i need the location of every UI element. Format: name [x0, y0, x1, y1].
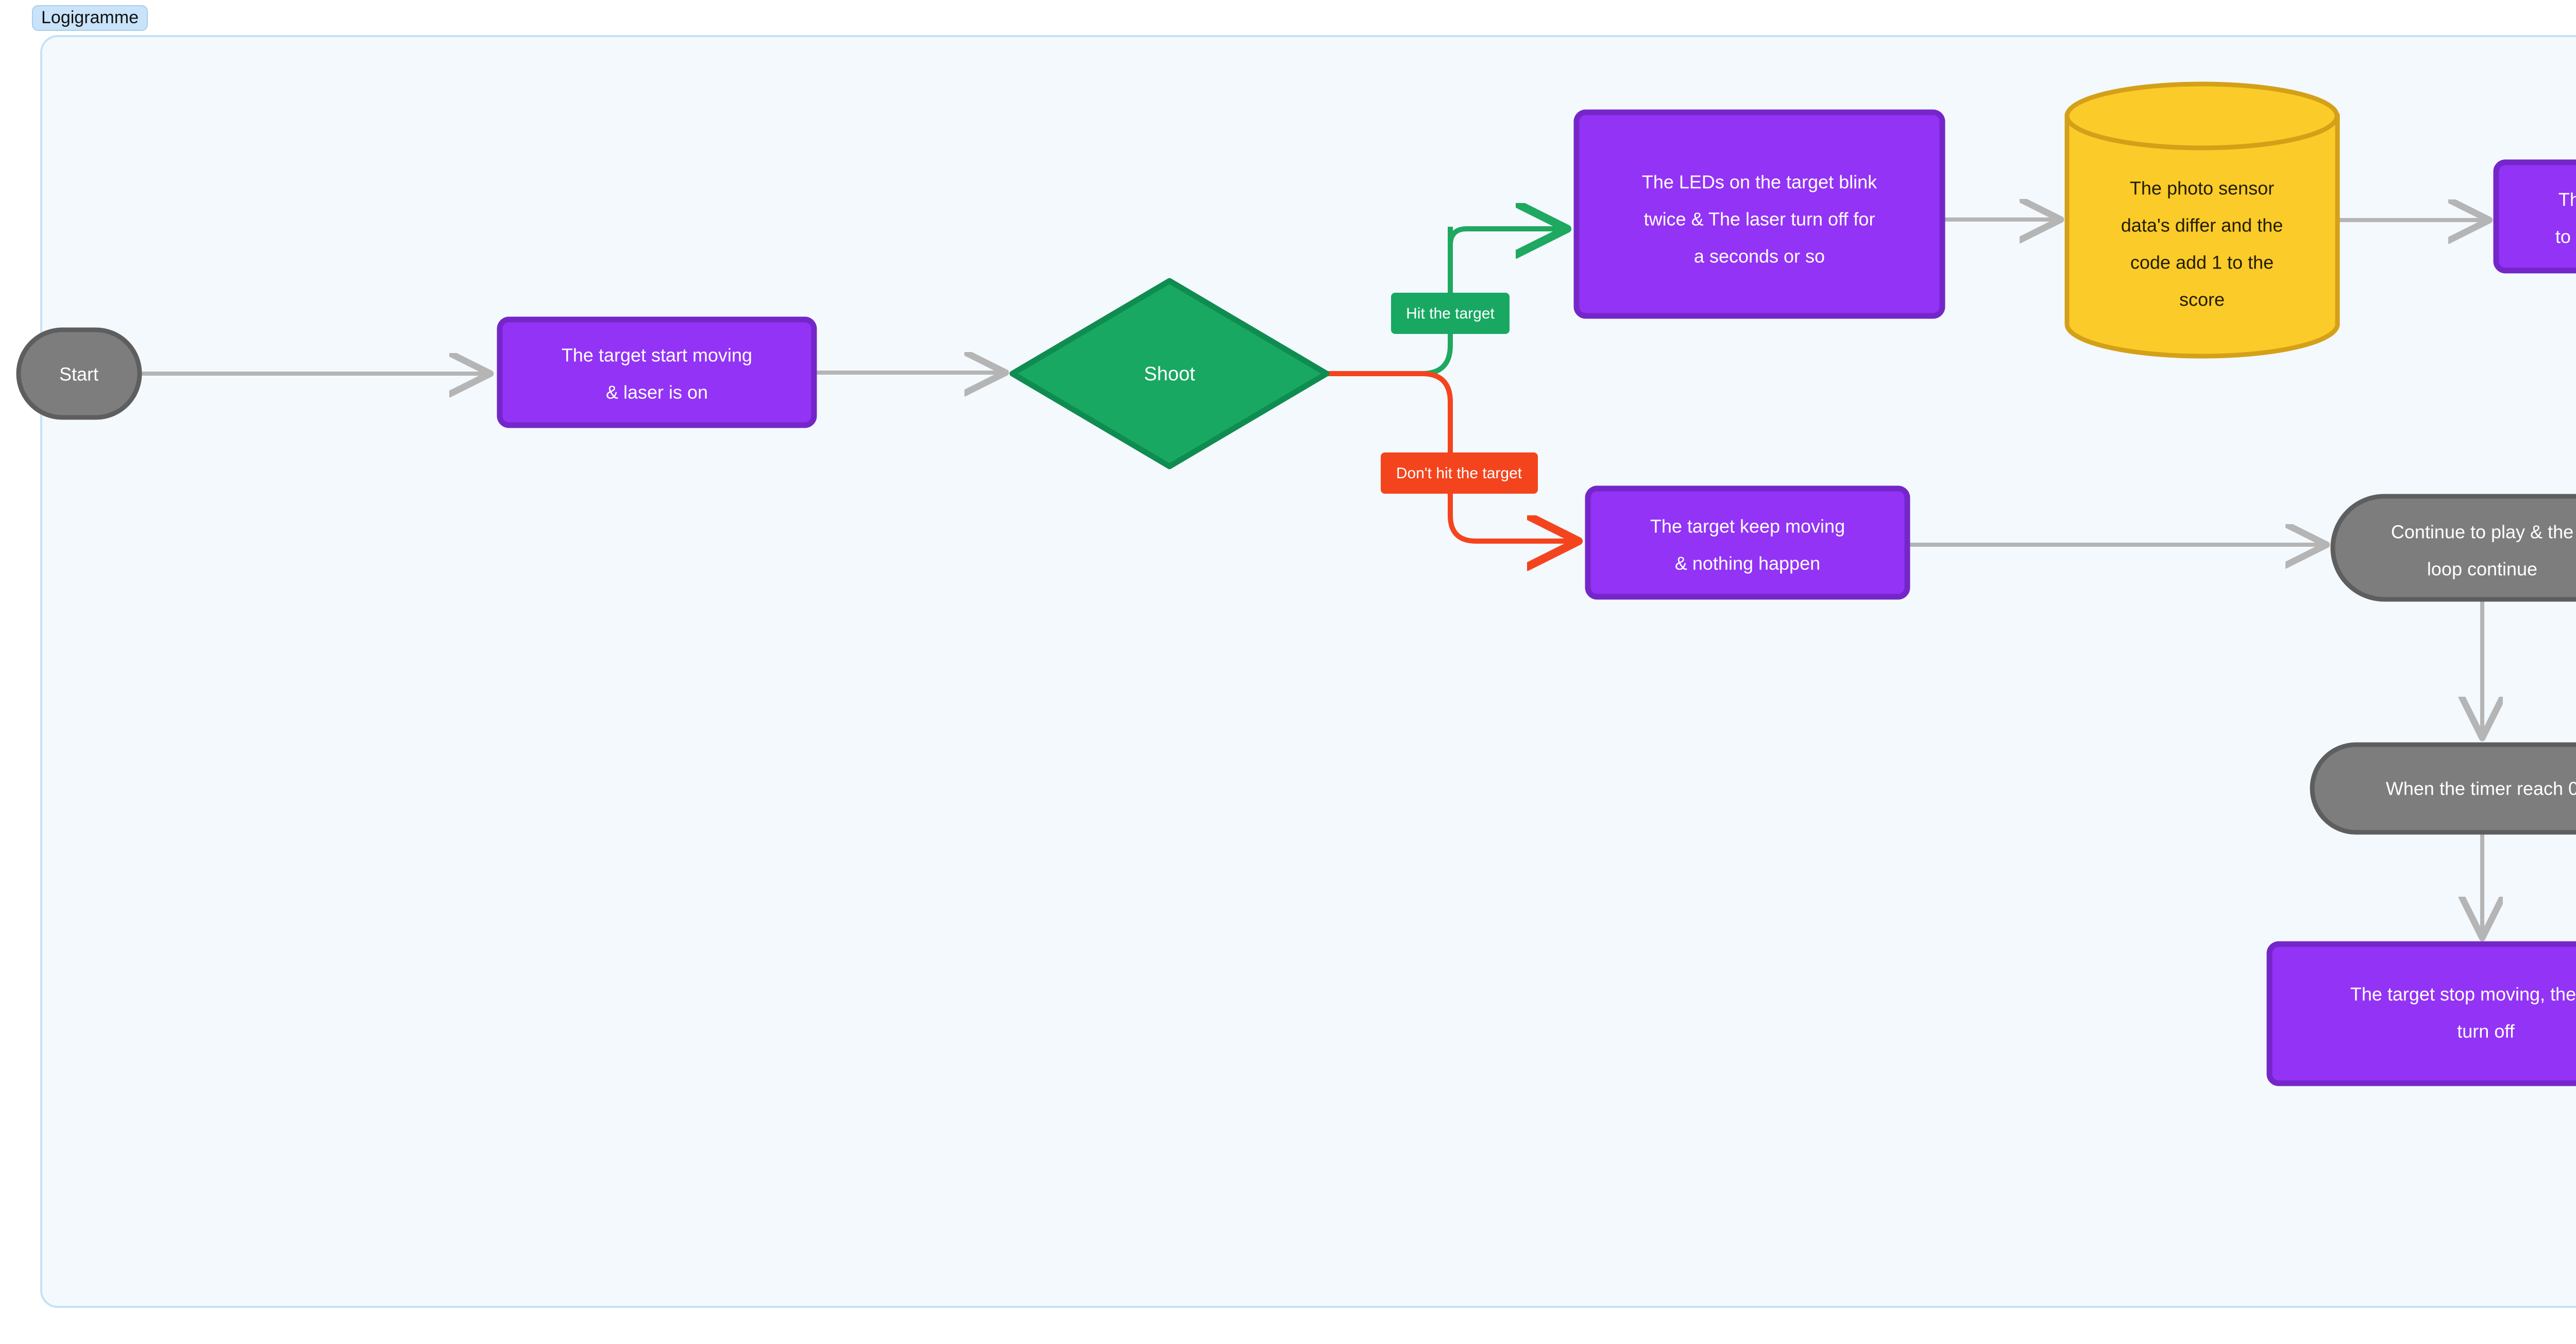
- node-leds-shape: [1573, 109, 1945, 319]
- node-photo-sensor[interactable]: The photo sensor data's differ and the c…: [2064, 81, 2340, 359]
- edge-label-dont-hit-the-target-bg: [1381, 452, 1538, 494]
- node-timer-zero-label: When the timer reach 0: [2386, 778, 2576, 799]
- node-timer-zero-shape: [2310, 742, 2576, 835]
- node-photo-sensor-top: [2064, 81, 2340, 150]
- node-target-start[interactable]: The target start moving & laser is on: [497, 316, 817, 428]
- node-photo-sensor-line4: score: [2179, 289, 2225, 310]
- node-leds-line3: a seconds or so: [1694, 246, 1825, 267]
- node-shoot-label: Shoot: [1144, 363, 1195, 385]
- node-continue-line1: Continue to play & the: [2391, 522, 2573, 543]
- edge-label-dont-hit-the-target[interactable]: Don't hit the target: [1381, 452, 1538, 494]
- node-keep-moving[interactable]: The target keep moving & nothing happen: [1585, 485, 1910, 600]
- node-keep-moving-line2: & nothing happen: [1675, 553, 1820, 574]
- node-start[interactable]: Start: [16, 327, 142, 420]
- node-score-change-line2: to the next number: [2555, 226, 2576, 247]
- node-leds-line1: The LEDs on the target blink: [1642, 172, 1877, 193]
- node-target-start-line2: & laser is on: [606, 382, 708, 403]
- node-stop-moving[interactable]: The target stop moving, the laser turn o…: [2266, 941, 2576, 1086]
- edge-label-hit-the-target-text: Hit the target: [1406, 305, 1495, 322]
- node-leds[interactable]: The LEDs on the target blink twice & The…: [1573, 109, 1945, 319]
- node-shoot-shape: [1009, 278, 1330, 469]
- node-score-change-line1: The score change: [2558, 189, 2576, 210]
- node-stop-moving-line1: The target stop moving, the laser: [2350, 984, 2576, 1005]
- diagram-title-tab[interactable]: Logigramme: [32, 5, 148, 31]
- edge-shoot-to-leds: [1324, 229, 1567, 376]
- node-start-shape: [16, 327, 142, 420]
- node-start-label: Start: [59, 364, 98, 385]
- node-continue[interactable]: Continue to play & the loop continue: [2330, 494, 2576, 602]
- node-keep-moving-shape: [1585, 485, 1910, 600]
- node-shoot[interactable]: Shoot: [1009, 278, 1330, 469]
- node-target-start-shape: [497, 316, 817, 428]
- edge-label-dont-hit-the-target-text: Don't hit the target: [1396, 465, 1522, 482]
- node-continue-line2: loop continue: [2427, 559, 2537, 580]
- node-stop-moving-shape: [2266, 941, 2576, 1086]
- node-continue-shape: [2330, 494, 2576, 602]
- node-photo-sensor-line2: data's differ and the: [2121, 215, 2283, 236]
- edge-label-hit-the-target-bg: [1391, 293, 1510, 334]
- node-target-start-line1: The target start moving: [562, 345, 752, 366]
- node-stop-moving-line2: turn off: [2457, 1021, 2515, 1042]
- node-leds-line2: twice & The laser turn off for: [1644, 209, 1875, 230]
- node-photo-sensor-line3: code add 1 to the: [2130, 252, 2274, 273]
- node-photo-sensor-body: [2064, 113, 2340, 359]
- edge-label-hit-the-target[interactable]: Hit the target: [1391, 293, 1510, 334]
- node-photo-sensor-line1: The photo sensor: [2130, 178, 2274, 199]
- node-timer-zero[interactable]: When the timer reach 0: [2310, 742, 2576, 835]
- node-keep-moving-line1: The target keep moving: [1650, 516, 1845, 537]
- node-score-change[interactable]: The score change to the next number: [2493, 159, 2576, 274]
- node-score-change-shape: [2493, 159, 2576, 274]
